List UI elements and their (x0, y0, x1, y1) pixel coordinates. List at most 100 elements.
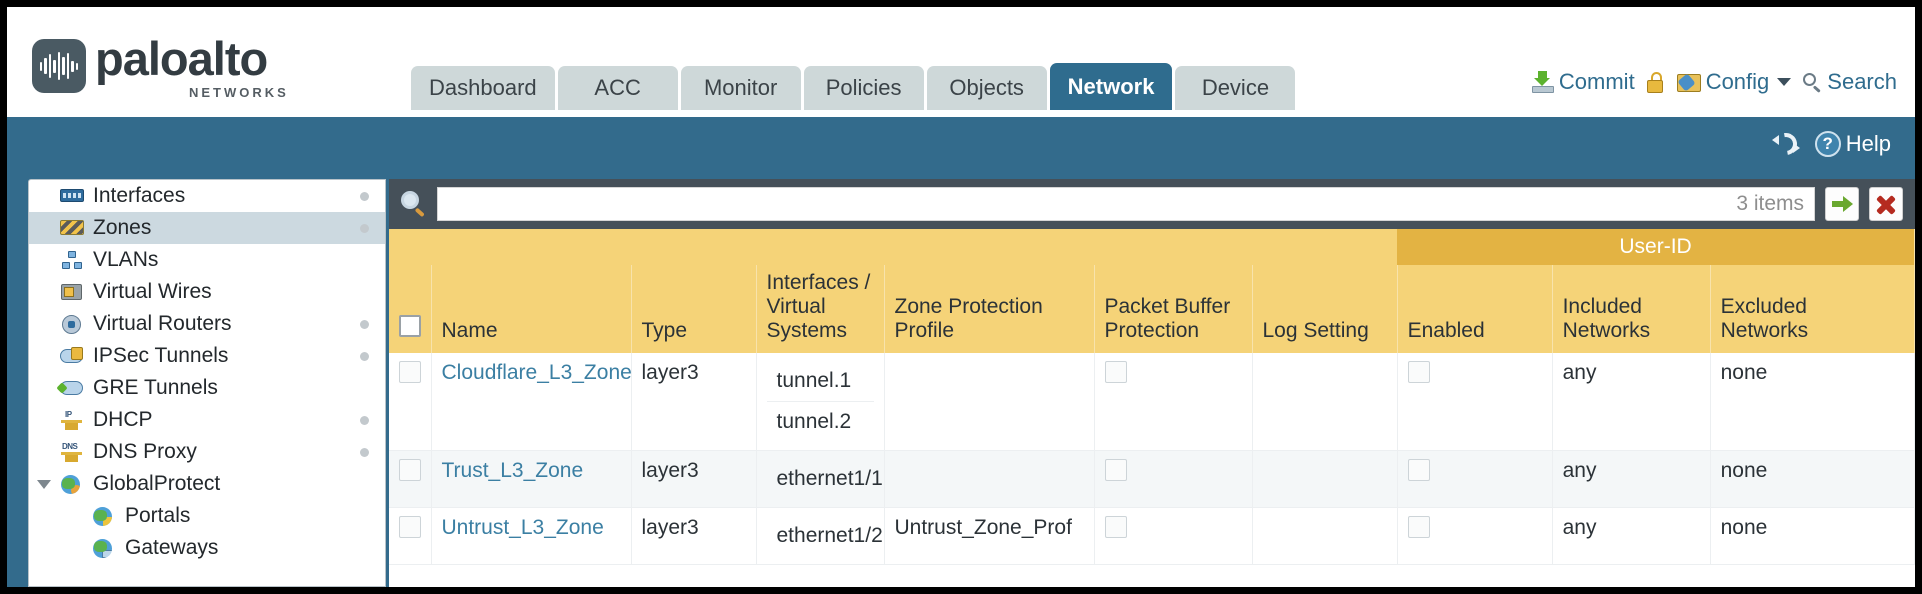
column-header-pbp-line1: Packet Buffer (1104, 295, 1231, 318)
cell-included-networks: any (1552, 450, 1711, 508)
cell-log-setting (1252, 353, 1398, 451)
cell-userid-enabled[interactable] (1397, 450, 1553, 508)
virtual-wires-icon (59, 281, 85, 303)
table-row[interactable]: Untrust_L3_Zone layer3 ethernet1/2 Untru… (389, 507, 1915, 565)
packet-buffer-protection-checkbox[interactable] (1104, 361, 1127, 383)
sidebar-item-label: Gateways (125, 536, 219, 559)
sidebar-item-dhcp[interactable]: IP DHCP (29, 404, 385, 436)
sidebar-item-virtual-routers[interactable]: Virtual Routers (29, 308, 385, 340)
cell-packet-buffer-protection[interactable] (1094, 507, 1253, 565)
sidebar-item-label: GRE Tunnels (93, 376, 218, 399)
select-all-header[interactable] (389, 265, 432, 353)
tab-dashboard[interactable]: Dashboard (411, 66, 555, 110)
userid-enabled-checkbox[interactable] (1407, 459, 1430, 481)
cell-name[interactable]: Trust_L3_Zone (431, 450, 632, 508)
tab-objects[interactable]: Objects (926, 66, 1047, 110)
column-header-enabled[interactable]: Enabled (1397, 265, 1553, 353)
table-row[interactable]: Trust_L3_Zone layer3 ethernet1/1 any non… (389, 450, 1915, 508)
cell-interfaces: ethernet1/1 (756, 450, 885, 508)
sidebar-item-globalprotect[interactable]: GlobalProtect (29, 468, 385, 500)
sidebar-item-ipsec-tunnels[interactable]: IPSec Tunnels (29, 340, 385, 372)
help-button[interactable]: ? Help (1814, 131, 1891, 157)
tab-policies[interactable]: Policies (803, 66, 924, 110)
filter-search-icon[interactable] (401, 191, 427, 218)
cell-userid-enabled[interactable] (1397, 353, 1553, 451)
userid-enabled-checkbox[interactable] (1407, 361, 1430, 383)
clear-filter-button[interactable] (1869, 187, 1903, 221)
zone-name-link[interactable]: Untrust_L3_Zone (441, 516, 604, 539)
zone-name-link[interactable]: Cloudflare_L3_Zone (441, 361, 632, 384)
status-dot (360, 320, 369, 329)
cell-name[interactable]: Untrust_L3_Zone (431, 507, 632, 565)
search-label: Search (1827, 69, 1897, 94)
tab-monitor[interactable]: Monitor (680, 66, 801, 110)
row-select-cell[interactable] (389, 507, 432, 565)
row-select-cell[interactable] (389, 353, 432, 451)
column-header-included-networks[interactable]: Included Networks (1552, 265, 1711, 353)
column-header-packet-buffer-protection[interactable]: Packet Buffer Protection (1094, 265, 1253, 353)
column-header-zpp-line1: Zone Protection (894, 295, 1043, 318)
row-checkbox[interactable] (399, 516, 421, 538)
interface-item: ethernet1/2 (776, 524, 883, 547)
cell-packet-buffer-protection[interactable] (1094, 450, 1253, 508)
column-header-log-setting[interactable]: Log Setting (1252, 265, 1398, 353)
tab-acc[interactable]: ACC (557, 66, 678, 110)
sidebar-item-label: Zones (93, 216, 152, 239)
sidebar-item-label: DHCP (93, 408, 153, 431)
ipsec-tunnels-icon (59, 345, 85, 367)
userid-enabled-checkbox[interactable] (1407, 516, 1430, 538)
cell-packet-buffer-protection[interactable] (1094, 353, 1253, 451)
cell-type: layer3 (631, 450, 757, 508)
commit-button[interactable]: Commit (1531, 69, 1635, 95)
search-input[interactable]: 3 items (437, 187, 1815, 221)
search-button[interactable]: Search (1803, 69, 1897, 95)
sidebar-item-virtual-wires[interactable]: Virtual Wires (29, 276, 385, 308)
tab-device[interactable]: Device (1175, 66, 1296, 110)
row-checkbox[interactable] (399, 361, 421, 383)
config-menu[interactable]: Config (1676, 69, 1792, 95)
sidebar-item-gateways[interactable]: Gateways (29, 532, 385, 564)
zone-name-link[interactable]: Trust_L3_Zone (441, 459, 584, 482)
cell-name[interactable]: Cloudflare_L3_Zone (431, 353, 632, 451)
config-label: Config (1705, 69, 1770, 94)
paloalto-logo-mark-icon (32, 39, 86, 93)
virtual-routers-icon (59, 313, 85, 335)
sidebar-item-zones[interactable]: Zones (29, 212, 385, 244)
collapse-triangle-icon[interactable] (37, 480, 51, 489)
sidebar-item-dns-proxy[interactable]: DNS DNS Proxy (29, 436, 385, 468)
refresh-icon[interactable] (1770, 128, 1802, 160)
zones-table: User-ID Name Type Interfaces / Virtual (389, 229, 1915, 565)
sidebar-item-portals[interactable]: Portals (29, 500, 385, 532)
interfaces-icon (59, 185, 85, 207)
packet-buffer-protection-checkbox[interactable] (1104, 459, 1127, 481)
cell-userid-enabled[interactable] (1397, 507, 1553, 565)
sidebar-item-vlans[interactable]: VLANs (29, 244, 385, 276)
column-header-interfaces[interactable]: Interfaces / Virtual Systems (756, 265, 885, 353)
table-row[interactable]: Cloudflare_L3_Zone layer3 tunnel.1 tunne… (389, 353, 1915, 451)
column-header-exc-line2: Networks (1720, 319, 1809, 342)
column-header-excluded-networks[interactable]: Excluded Networks (1710, 265, 1915, 353)
column-header-type[interactable]: Type (631, 265, 757, 353)
column-header-interfaces-line1: Interfaces / (766, 271, 871, 294)
help-label: Help (1845, 131, 1891, 156)
status-dot (360, 192, 369, 201)
zones-panel: 3 items (389, 179, 1915, 587)
brand-name: paloalto (95, 32, 268, 85)
row-select-cell[interactable] (389, 450, 432, 508)
lock-icon[interactable] (1646, 71, 1665, 93)
filter-toolbar: 3 items (389, 179, 1915, 229)
sidebar-item-interfaces[interactable]: Interfaces (29, 180, 385, 212)
tab-network[interactable]: Network (1049, 63, 1173, 110)
dhcp-icon: IP (59, 409, 85, 431)
column-header-inc-line1: Included (1562, 295, 1642, 318)
select-all-checkbox[interactable] (399, 315, 421, 337)
packet-buffer-protection-checkbox[interactable] (1104, 516, 1127, 538)
dns-proxy-icon: DNS (59, 441, 85, 463)
column-header-name[interactable]: Name (431, 265, 632, 353)
item-count-label: 3 items (1736, 192, 1804, 215)
row-checkbox[interactable] (399, 459, 421, 481)
column-header-zone-protection-profile[interactable]: Zone Protection Profile (884, 265, 1095, 353)
apply-filter-button[interactable] (1825, 187, 1859, 221)
status-dot (360, 224, 369, 233)
sidebar-item-gre-tunnels[interactable]: GRE Tunnels (29, 372, 385, 404)
